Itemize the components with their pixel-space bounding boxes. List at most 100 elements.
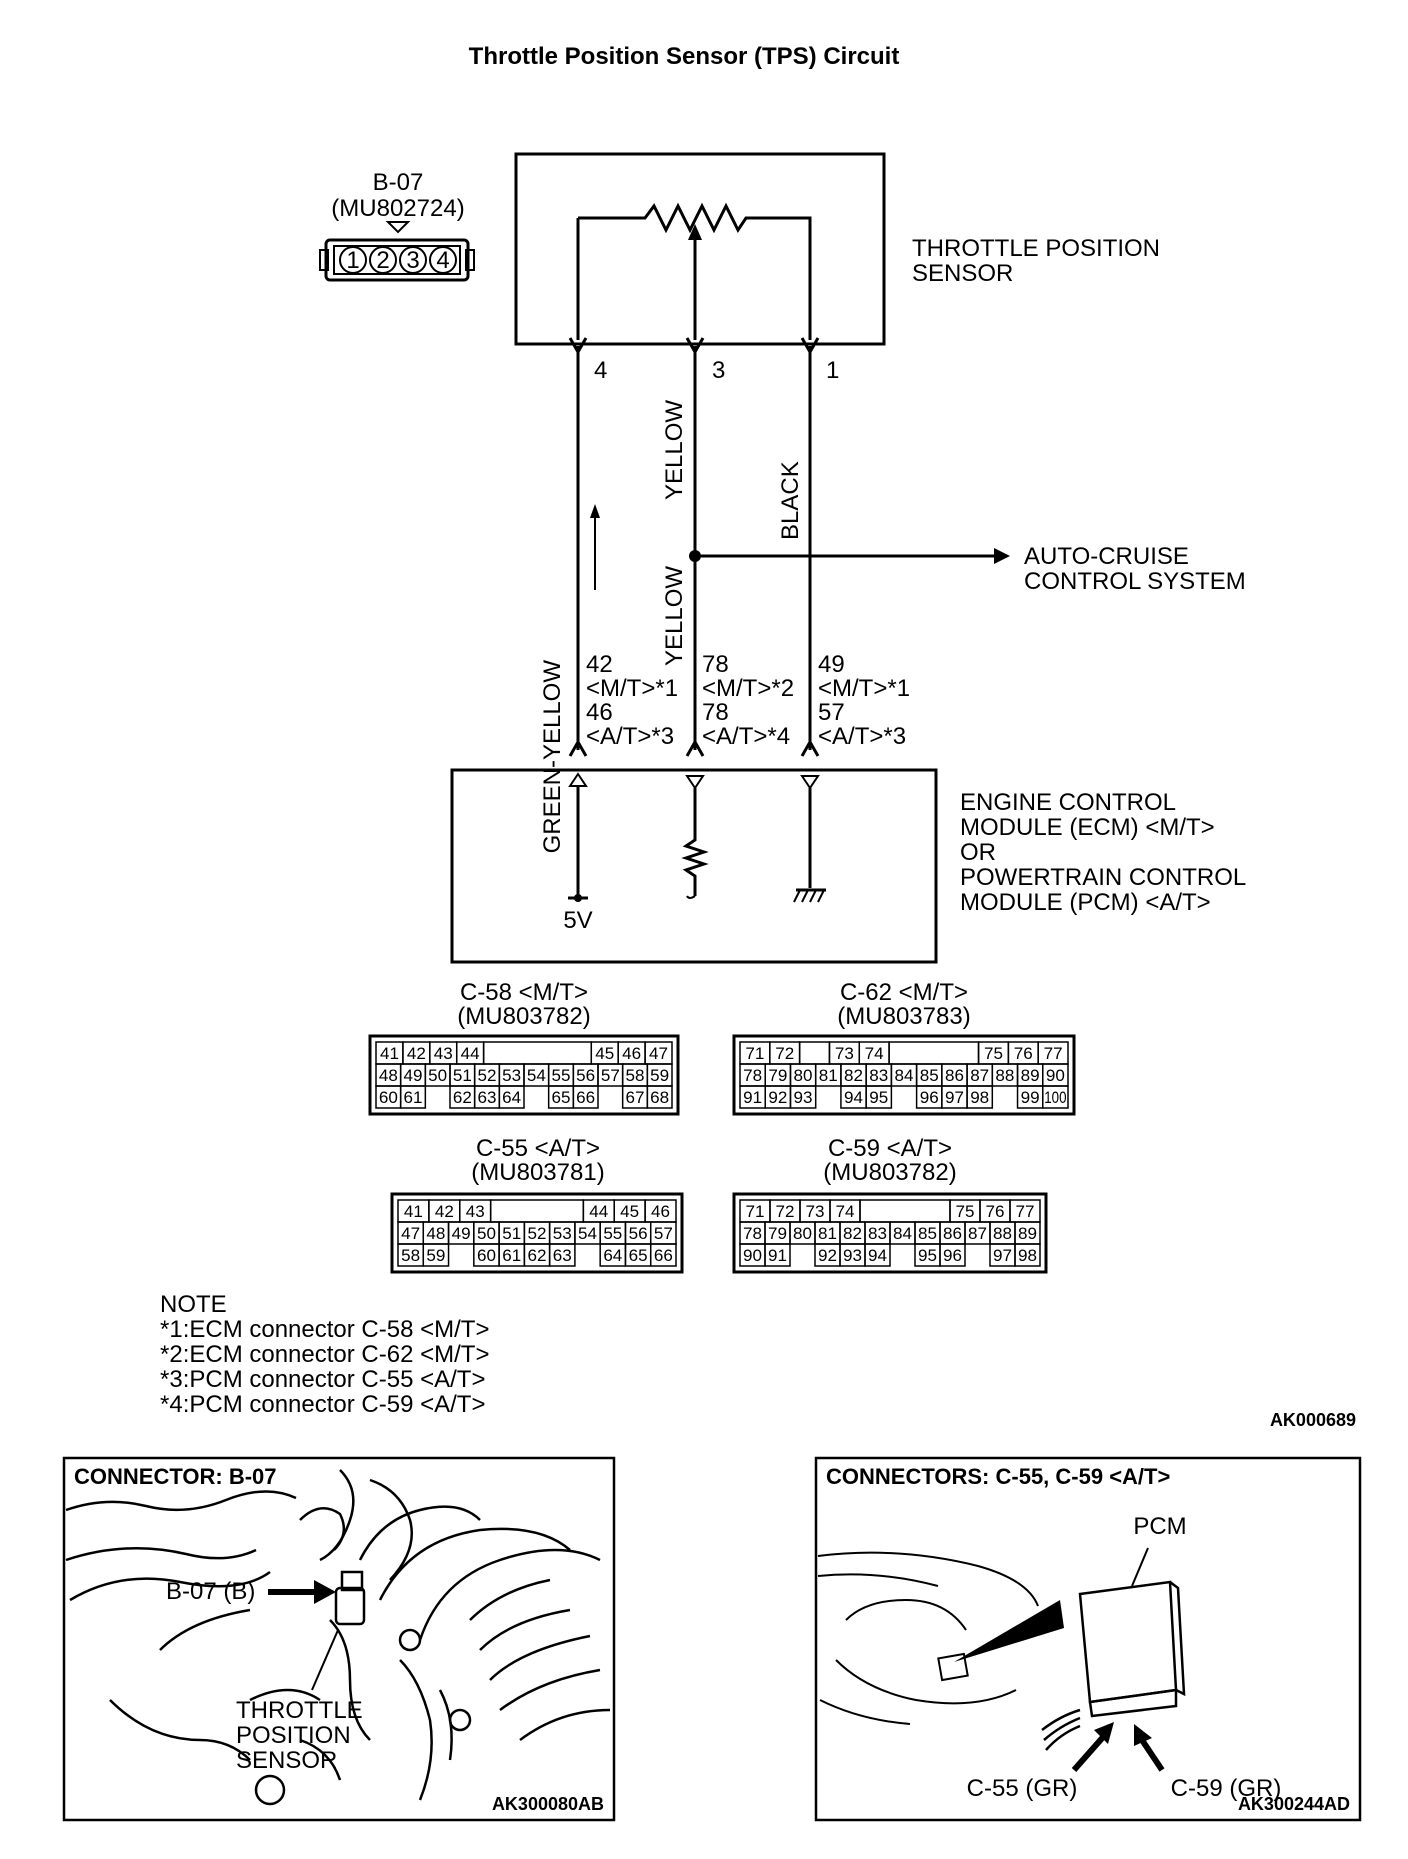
connector-pin-number: 75 xyxy=(956,1202,975,1221)
connector-housing xyxy=(390,1192,684,1274)
panel-left-sensor-1: THROTTLE xyxy=(236,1697,363,1724)
connector-pin-number: 55 xyxy=(603,1224,622,1243)
connector-pin-number: 75 xyxy=(984,1044,1003,1063)
connector-pin-number: 99 xyxy=(1021,1088,1040,1107)
connector-pin-number: 96 xyxy=(943,1246,962,1265)
connector-pin-number: 55 xyxy=(552,1066,571,1085)
note-heading: NOTE xyxy=(160,1291,227,1318)
connector-pin-number: 59 xyxy=(650,1066,669,1085)
connector-pin-number: 83 xyxy=(869,1066,888,1085)
connector-pin-number: 89 xyxy=(1018,1224,1037,1243)
connector-pin-number: 84 xyxy=(895,1066,914,1085)
connector-pin-number: 95 xyxy=(918,1246,937,1265)
connector-part: (MU803782) xyxy=(823,1159,956,1186)
connector-cavity xyxy=(649,1243,677,1267)
connector-pin-number: 58 xyxy=(401,1246,420,1265)
connector-pin-number: 73 xyxy=(806,1202,825,1221)
panel-right-pcm: PCM xyxy=(1133,1513,1186,1540)
connector-part: (MU803783) xyxy=(837,1003,970,1030)
connector-key-slot xyxy=(482,1041,593,1065)
b07-name: B-07 xyxy=(373,169,424,196)
c55-arrow-icon xyxy=(1094,1722,1114,1744)
connector-cavity xyxy=(399,1085,427,1109)
wire-label-black: BLACK xyxy=(777,461,804,540)
ecm-pin-labels: 42 <M/T>*1 46 <A/T>*3 78 <M/T>*2 78 <A/T… xyxy=(586,651,910,750)
b07-part: (MU802724) xyxy=(331,195,464,222)
auto-cruise-line1: AUTO-CRUISE xyxy=(1024,543,1189,570)
connector-pin-number: 79 xyxy=(768,1224,787,1243)
wire-label-yellow-bottom: YELLOW xyxy=(661,566,688,666)
connector-housing xyxy=(732,1034,1076,1116)
connector-pin-number: 59 xyxy=(426,1246,445,1265)
connector-pin-number: 53 xyxy=(553,1224,572,1243)
dashboard-sketch xyxy=(817,1551,1039,1725)
connector-pin-number: 54 xyxy=(578,1224,597,1243)
panel-right-c55: C-55 (GR) xyxy=(967,1775,1078,1802)
connector-pin-number: 61 xyxy=(502,1246,521,1265)
connector-pin-number: 100 xyxy=(1044,1088,1066,1107)
connector-key-slot xyxy=(798,1041,831,1065)
connector-pin-number: 91 xyxy=(743,1088,762,1107)
connector-pin-number: 93 xyxy=(794,1088,813,1107)
ecm-label-line2: MODULE (ECM) <M/T> xyxy=(960,814,1215,841)
panel-left-sensor-2: POSITION xyxy=(236,1722,351,1749)
connector-pin-number: 71 xyxy=(746,1202,765,1221)
c59-arrow-icon xyxy=(1134,1724,1152,1746)
panel-right-title: CONNECTORS: C-55, C-59 <A/T> xyxy=(826,1464,1170,1489)
connector-pin-number: 57 xyxy=(601,1066,620,1085)
connector-part: (MU803782) xyxy=(457,1003,590,1030)
connector-pin-number: 48 xyxy=(426,1224,445,1243)
connector-pin-number: 83 xyxy=(868,1224,887,1243)
connector-pin-number: 88 xyxy=(993,1224,1012,1243)
engine-bay-sketch xyxy=(65,1469,611,1806)
connector-pin-number: 45 xyxy=(595,1044,614,1063)
connector-pin-number: 66 xyxy=(654,1246,673,1265)
ecm-left-pin-4: <A/T>*3 xyxy=(586,723,674,750)
wiper-arrow-icon xyxy=(688,224,702,240)
panel-right-code: AK300244AD xyxy=(1238,1794,1350,1814)
note-1: *1:ECM connector C-58 <M/T> xyxy=(160,1316,489,1343)
connector-pin-number: 53 xyxy=(502,1066,521,1085)
connector-cavity xyxy=(422,1243,450,1267)
wire-label-green-yellow: GREEN-YELLOW xyxy=(539,660,566,854)
connector-pin-number: 43 xyxy=(434,1044,453,1063)
connector-pin-number: 76 xyxy=(986,1202,1005,1221)
ecm-right-pin-3: 57 xyxy=(818,699,845,726)
connector-pin-number: 94 xyxy=(868,1246,887,1265)
voltage-5v: 5V xyxy=(563,907,592,934)
connector-cavity xyxy=(548,1243,576,1267)
connector-pin-number: 60 xyxy=(477,1246,496,1265)
connector-pin-number: 71 xyxy=(745,1044,764,1063)
connector-pin-number: 41 xyxy=(404,1202,423,1221)
connector-pin-number: 82 xyxy=(844,1066,863,1085)
ecm-module-box: 5V xyxy=(450,768,938,964)
connector-pin-number: 58 xyxy=(626,1066,645,1085)
connector-pin-number: 90 xyxy=(1046,1066,1065,1085)
connector-cavity xyxy=(966,1085,994,1109)
pcm-box xyxy=(1041,1580,1186,1751)
tps-label-line1: THROTTLE POSITION xyxy=(912,235,1160,262)
connector-pin-number: 95 xyxy=(869,1088,888,1107)
ecm-right-pin-2: <M/T>*1 xyxy=(818,675,910,702)
connector-pin-number: 61 xyxy=(404,1088,423,1107)
auto-cruise-arrow-icon xyxy=(994,548,1010,564)
connector-pin-number: 88 xyxy=(995,1066,1014,1085)
connector-pin-number: 74 xyxy=(865,1044,884,1063)
connector-pin-number: 50 xyxy=(477,1224,496,1243)
connector-cavity xyxy=(1014,1243,1041,1267)
connector-housing xyxy=(368,1034,680,1116)
pullup-resistor-icon xyxy=(681,788,709,896)
ecm-label-line1: ENGINE CONTROL xyxy=(960,789,1176,816)
connector-pin-number: 79 xyxy=(768,1066,787,1085)
panel-left-code: AK300080AB xyxy=(492,1794,604,1814)
auto-cruise-line2: CONTROL SYSTEM xyxy=(1024,568,1246,595)
connector-name: C-59 <A/T> xyxy=(828,1135,952,1162)
b07-pin-3: 3 xyxy=(406,247,419,274)
connector-pin-number: 96 xyxy=(920,1088,939,1107)
signal-direction-arrow-icon xyxy=(590,504,600,518)
ecm-left-pin-2: <M/T>*1 xyxy=(586,675,678,702)
b07-connector-icon: B-07 (MU802724) 1 2 3 4 xyxy=(319,169,475,282)
connector-pin-number: 56 xyxy=(576,1066,595,1085)
